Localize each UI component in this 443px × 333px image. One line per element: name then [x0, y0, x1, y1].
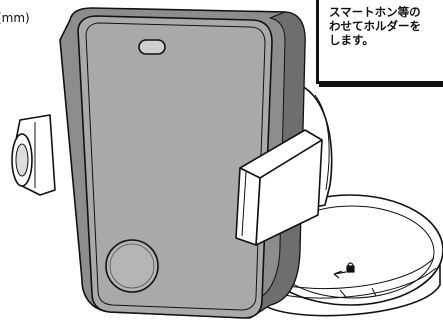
caption-line-3: します。 [329, 33, 374, 47]
right-arm-grip [235, 129, 323, 246]
top-slot [138, 39, 166, 55]
caption-text: スマートホン等の わせてホルダーを します。 [329, 5, 443, 47]
left-arm-grip [11, 114, 56, 196]
caption-box: スマートホン等の わせてホルダーを します。 [316, 0, 443, 84]
caption-line-1: スマートホン等の [329, 5, 421, 19]
release-button [105, 239, 159, 293]
arrow-and-lock-icon [333, 262, 355, 279]
caption-line-2: わせてホルダーを [329, 19, 421, 33]
unit-label: (mm) [0, 11, 30, 25]
